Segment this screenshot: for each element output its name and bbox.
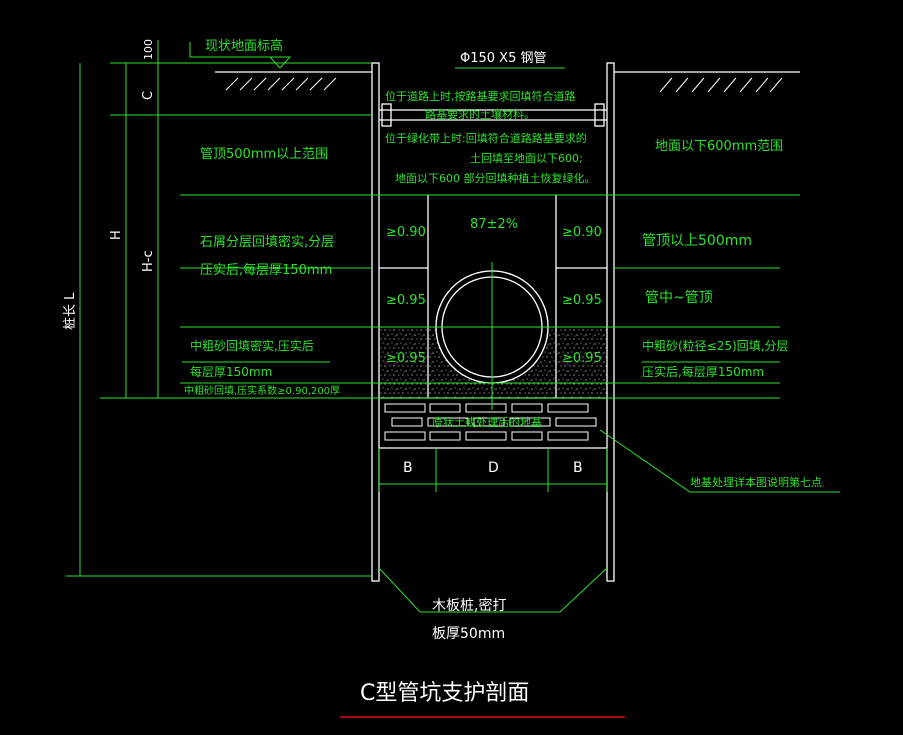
sheet-pile-left (371, 62, 380, 582)
steel-pipe-label: Φ150 X5 钢管 (460, 51, 547, 66)
ground-hatch (225, 77, 783, 93)
above-pipe-500-right: 管顶以上500mm (642, 233, 752, 249)
foundation-label: 原状土或处理后的地基 (432, 415, 542, 429)
road-note-line2: 路基要求的土壤材料。 (425, 107, 535, 121)
green-note-line1: 位于绿化带上时:回填符合道路路基要求的 (385, 131, 587, 145)
strut-cap-left (381, 103, 392, 127)
compaction-095-left-lower: ≥0.95 (386, 351, 426, 366)
gravel-fill-line1: 石屑分层回填密实,分层 (200, 234, 334, 250)
above-pipe-500-left: 管顶500mm以上范围 (200, 147, 328, 162)
strut-cap-right (594, 103, 605, 127)
dim-100-label: 100 (142, 39, 155, 60)
green-note-line3: 地面以下600 部分回填种植土恢复绿化。 (395, 171, 596, 185)
compaction-095-left-upper: ≥0.95 (386, 293, 426, 308)
compaction-090-right: ≥0.90 (562, 225, 602, 240)
gravel-fill-line2: 压实后,每层厚150mm (200, 262, 332, 278)
ground-level-mark (268, 56, 292, 69)
below-ground-600-right: 地面以下600mm范围 (655, 139, 783, 154)
dim-h-minus-c-label: H-c (141, 250, 156, 272)
dim-d-label: D (488, 460, 499, 476)
compaction-095-right-lower: ≥0.95 (562, 351, 602, 366)
sheet-pile-right (606, 62, 615, 582)
sheet-pile-label-line1: 木板桩,密打 (432, 597, 506, 614)
dim-b-right-label: B (573, 460, 583, 476)
annotations: 现状地面标高 Φ150 X5 钢管 位于道路上时,按路基要求回填符合道路 路基要… (63, 38, 822, 706)
pile-length-label: 桩长 L (63, 292, 78, 330)
sand-fill-right-line2: 压实后,每层厚150mm (642, 364, 764, 379)
drawing-title: C型管坑支护剖面 (360, 681, 529, 706)
compaction-095-right-upper: ≥0.95 (562, 293, 602, 308)
foundation-pattern (384, 403, 597, 441)
sand-fill-left-line2: 每层厚150mm (190, 364, 272, 379)
road-note-line1: 位于道路上时,按路基要求回填符合道路 (385, 89, 576, 103)
green-note-line2: 土回填至地面以下600; (470, 151, 583, 165)
pipe-mid-to-top: 管中~管顶 (645, 290, 713, 306)
sand-fill-left-line1: 中粗砂回填密实,压实后 (190, 338, 314, 353)
compaction-090-left: ≥0.90 (386, 225, 426, 240)
dim-h-label: H (109, 230, 124, 240)
dim-b-left-label: B (403, 460, 413, 476)
sheet-pile-label-line2: 板厚50mm (432, 626, 505, 642)
dim-c-label: C (141, 91, 156, 100)
compaction-87: 87±2% (470, 217, 518, 232)
sand-fill-right-line1: 中粗砂(粒径≤25)回填,分层 (642, 338, 789, 353)
sand-bed-label: 中粗砂回填,压实系数≥0.90,200厚 (184, 384, 340, 397)
foundation-note: 地基处理详本图说明第七点 (690, 475, 822, 489)
ground-level-label: 现状地面标高 (205, 38, 283, 54)
dimension-lines (66, 40, 840, 613)
